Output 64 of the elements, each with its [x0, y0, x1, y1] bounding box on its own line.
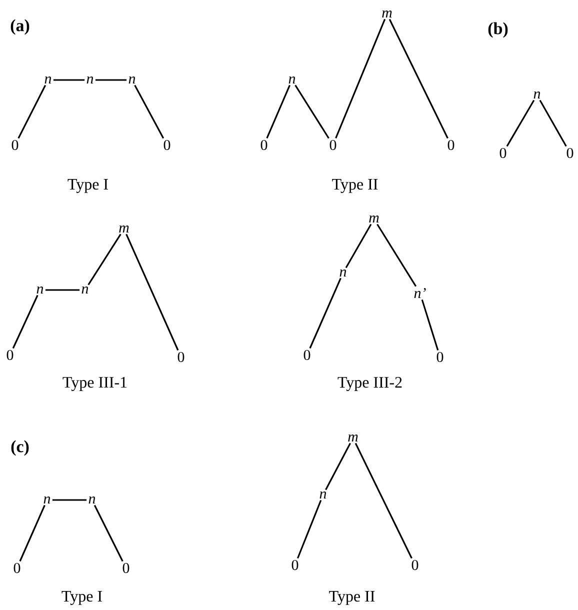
vertex-label: m — [348, 434, 358, 442]
type-label: Type III-1 — [62, 377, 127, 391]
line — [52, 499, 87, 501]
line — [134, 84, 164, 139]
vertex-label: m — [382, 10, 392, 18]
line — [53, 79, 85, 81]
vertex-label: 0 — [304, 350, 310, 360]
line — [294, 84, 330, 139]
vertex-label: 0 — [14, 562, 20, 574]
vertex-label: 0 — [260, 140, 268, 150]
line — [95, 79, 127, 81]
line — [94, 504, 124, 562]
panel-label: (a) — [10, 19, 30, 35]
line — [539, 100, 567, 147]
line — [388, 18, 448, 139]
line — [266, 84, 290, 139]
vertex-label: 0 — [178, 352, 184, 362]
panel-label: (c) — [11, 440, 29, 456]
type-label: Type II — [329, 591, 375, 605]
vertex-label: n — [36, 286, 44, 294]
vertex-label: n — [88, 496, 96, 504]
line — [345, 224, 372, 268]
vertex-label: m — [119, 225, 129, 233]
line — [18, 84, 46, 139]
vertex-label: n — [86, 76, 94, 84]
type-label: Type I — [62, 591, 102, 605]
line — [19, 504, 46, 562]
vertex-label: 0 — [122, 562, 130, 574]
line — [88, 234, 122, 286]
vertex-label: n — [288, 76, 296, 84]
type-label: Type II — [332, 179, 378, 193]
line — [45, 289, 80, 291]
vertex-label: 0 — [500, 148, 506, 158]
vertex-label: n — [44, 496, 50, 504]
line — [335, 18, 386, 139]
vertex-label: 0 — [412, 560, 418, 570]
type-label: Type I — [68, 179, 108, 193]
line — [296, 500, 322, 559]
vertex-label: n — [128, 76, 136, 84]
line — [421, 299, 439, 350]
vertex-label: 0 — [436, 352, 444, 362]
vertex-label: n — [534, 91, 540, 99]
vertex-label: n’ — [414, 288, 426, 298]
line — [354, 442, 412, 559]
vertex-label: 0 — [330, 140, 336, 150]
vertex-label: n — [340, 269, 346, 277]
vertex-label: 0 — [12, 140, 18, 150]
line — [309, 278, 342, 349]
vertex-label: m — [369, 215, 379, 223]
vertex-label: 0 — [6, 350, 14, 360]
panel-label: (b) — [488, 22, 508, 38]
vertex-label: n — [44, 76, 52, 84]
type-label: Type III-2 — [338, 377, 402, 392]
vertex-label: n — [82, 286, 88, 294]
line — [12, 294, 38, 349]
vertex-label: 0 — [292, 560, 298, 570]
line — [126, 234, 179, 351]
line — [506, 100, 535, 147]
vertex-label: 0 — [164, 140, 170, 150]
line — [376, 224, 417, 287]
vertex-label: 0 — [566, 148, 574, 158]
vertex-label: n — [320, 491, 326, 499]
vertex-label: 0 — [448, 140, 454, 150]
line — [325, 442, 351, 490]
